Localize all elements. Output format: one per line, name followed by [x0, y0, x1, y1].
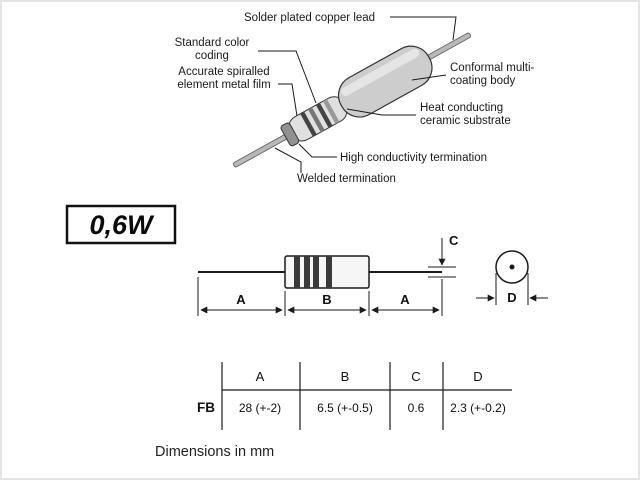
dimensions-table: A B C D FB 28 (+-2) 6.5 (+-0.5) 0.6 2.3 …: [197, 362, 512, 430]
power-rating-box: 0,6W: [65, 204, 177, 245]
color-band: [300, 111, 317, 137]
spiral-element-label-line2: element metal film: [177, 79, 270, 91]
table-header-b: B: [341, 369, 350, 384]
table-header-d: D: [473, 369, 482, 384]
end-view-center-dot: [509, 264, 515, 270]
callout-line-solder-lead: [390, 16, 457, 41]
color-band: [315, 102, 333, 128]
band-mark: [304, 256, 310, 288]
callout-line-welded: [274, 147, 302, 173]
dim-label-c: C: [449, 233, 459, 248]
callout-line-ceramic-substrate: [346, 108, 416, 116]
color-coding-label-line1: Standard color: [175, 37, 250, 49]
dim-label-d: D: [507, 290, 516, 305]
color-coding-label-line2: coding: [195, 50, 229, 62]
dim-label-a1: A: [236, 292, 246, 307]
power-rating-border: [65, 204, 177, 245]
table-row-label: FB: [197, 400, 215, 415]
resistor-body: [337, 45, 433, 118]
welded-termination-label: Welded termination: [297, 173, 396, 185]
table-value-b: 6.5 (+-0.5): [317, 401, 373, 415]
table-value-c: 0.6: [408, 401, 425, 415]
callout-line-spiral-element: [278, 83, 298, 117]
band-mark: [313, 256, 319, 288]
conformal-body-label-line2: coating body: [450, 75, 515, 87]
color-band: [308, 107, 325, 133]
cutaway-illustration: Solder plated copper lead Standard color…: [175, 12, 535, 185]
band-mark: [294, 256, 300, 288]
end-cap-termination: [280, 122, 300, 147]
callout-line-high-conductivity: [298, 143, 337, 158]
high-conductivity-label: High conductivity termination: [340, 152, 487, 164]
body-highlight: [341, 48, 420, 97]
band-mark: [326, 256, 332, 288]
dimensions-unit-note: Dimensions in mm: [155, 444, 274, 460]
table-value-d: 2.3 (+-0.2): [450, 401, 506, 415]
spiral-element-label-line1: Accurate spiralled: [178, 66, 269, 78]
table-value-a: 28 (+-2): [239, 401, 281, 415]
dim-label-b: B: [322, 292, 331, 307]
resistor-3d: [233, 32, 471, 168]
callout-line-color-coding: [258, 50, 317, 104]
callout-line-conformal-body: [411, 74, 447, 81]
table-header-c: C: [411, 369, 420, 384]
dimension-drawing: A B A C D: [197, 233, 548, 316]
color-band: [322, 99, 340, 124]
dim-label-a2: A: [400, 292, 410, 307]
solder-lead-label: Solder plated copper lead: [244, 12, 375, 24]
table-header-a: A: [256, 369, 265, 384]
ceramic-substrate-label-line1: Heat conducting: [420, 102, 503, 114]
power-rating-value: 0,6W: [89, 210, 155, 240]
ceramic-substrate-label-line2: ceramic substrate: [420, 115, 511, 127]
conformal-body-label-line1: Conformal multi-: [450, 62, 535, 74]
